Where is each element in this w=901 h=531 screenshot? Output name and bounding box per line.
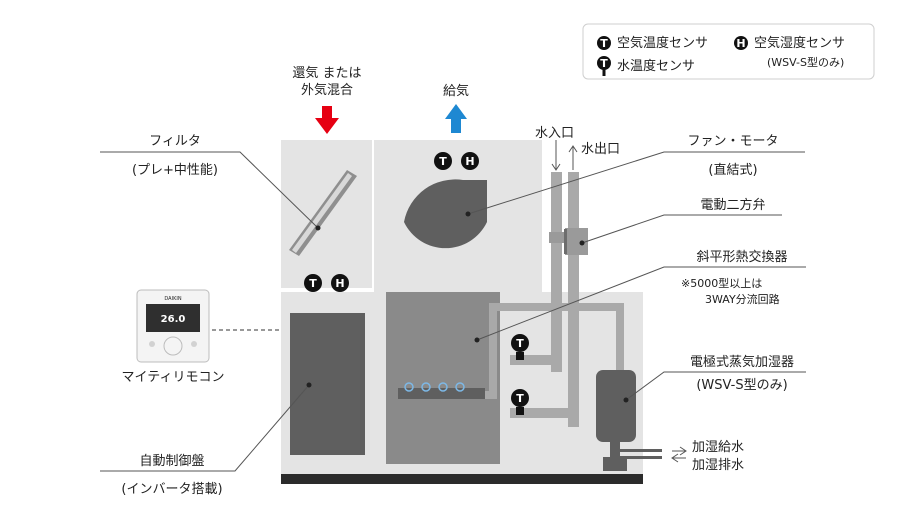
leader-dot [306,382,312,388]
control-panel [290,313,365,455]
water-inlet-label: 水入口 [535,126,574,141]
air-humidity-sensor-icon [734,36,748,50]
valve-actuator [565,228,588,255]
fan-motor [404,179,487,249]
water-inlet-arrow-icon [551,140,561,171]
humid-drain-label: 加湿排水 [692,458,744,473]
steam-nozzles [404,382,465,392]
water-temp-sensor-stem [602,68,606,76]
water-outlet-label: 水出口 [581,142,620,157]
fan-sub-label: (直結式) [708,163,757,178]
humidifier-sub-label: (WSV-S型のみ) [696,378,787,393]
filter-leader-line [100,151,319,229]
icon-letter: T [309,277,317,290]
fan-leader-line [467,151,805,215]
panel-label: 自動制御盤 [139,454,204,469]
legend-box [582,23,875,80]
upper-coil-pipe [510,340,561,365]
heat-exchanger [386,292,500,464]
supply-arrow-icon [672,446,687,456]
humid-supply-pipe [616,449,662,452]
return-air-arrow-shaft [322,106,332,120]
icon-letter: T [516,337,524,350]
icon-letter: T [600,57,608,70]
air-temp-sensor-icon [597,36,611,50]
valve-stem [564,229,567,254]
leader-dot [465,211,471,217]
legend-humidity-note: (WSV-S型のみ) [767,55,844,69]
panel-leader-line [100,384,310,472]
icon-letter: T [516,392,524,405]
air-temp-sensor-icon [434,152,452,170]
remote-dial [163,336,183,356]
supply-air-arrow-icon [445,104,467,119]
icon-letter: H [465,155,474,168]
base-frame [281,474,643,484]
humidifier-neck [610,442,620,458]
humidifier-leader-line [625,371,806,401]
steam-header [398,388,485,399]
air-temp-sensor-icon [304,274,322,292]
panel-sub-label: (インバータ搭載) [121,481,222,497]
mixed-air-label: 外気混合 [301,82,353,98]
air-humidity-sensor-icon [331,274,349,292]
leader-dot [579,240,585,246]
leader-dot [623,397,629,403]
water-outlet-arrow-icon [568,145,578,170]
valve-label: 電動二方弁 [700,197,765,213]
valve-leader-line [581,214,782,244]
water-temp-sensor-stem [516,407,524,415]
water-inlet-pipe [551,172,562,372]
supply-air-label: 給気 [443,83,469,99]
humid-drain-pipe [616,456,662,459]
water-temp-sensor-icon [511,389,529,407]
remote-button [149,341,155,347]
water-outlet-pipe [568,172,579,427]
leader-dot [474,337,480,343]
loop-pipe [480,303,624,399]
drain-arrow-icon [671,453,686,463]
remote-screen-value: 26.0 [161,314,186,325]
remote-screen [146,304,200,332]
legend-air-humidity: 空気湿度センサ [754,35,845,51]
icon-letter: H [335,277,344,290]
supply-air-arrow-shaft [451,118,461,133]
water-temp-sensor-icon [597,56,611,70]
humid-supply-label: 加湿給水 [692,440,744,455]
hex-note-line2: 3WAY分流回路 [705,292,780,306]
return-air-label: 還気 または [292,65,361,81]
remote-label: マイティリモコン [122,370,225,385]
legend-water-temp: 水温度センサ [617,58,695,74]
hex-leader-line [476,266,806,341]
icon-letter: T [439,155,447,168]
fan-label: ファン・モータ [687,134,778,149]
hex-note-line1: ※5000型以上は [681,276,762,290]
icon-letter: T [600,37,608,50]
icon-letter: H [736,37,745,50]
leader-dot [315,225,321,231]
legend-air-temp: 空気温度センサ [617,35,708,51]
hex-label: 斜平形熱交換器 [696,249,787,265]
filter-highlight [292,173,352,253]
filter-label: フィルタ [149,134,201,149]
humidifier-drain-box [603,457,627,471]
remote-brand: DAIKIN [164,296,181,302]
water-temp-sensor-stem [516,352,524,360]
return-air-arrow-icon [315,118,339,134]
filter-sub-label: (プレ+中性能) [132,163,218,178]
steam-humidifier [596,370,636,442]
air-humidity-sensor-icon [461,152,479,170]
remote-button [191,341,197,347]
water-temp-sensor-icon [511,334,529,352]
humidifier-label: 電極式蒸気加湿器 [690,354,794,370]
lower-coil-pipe [510,395,579,418]
